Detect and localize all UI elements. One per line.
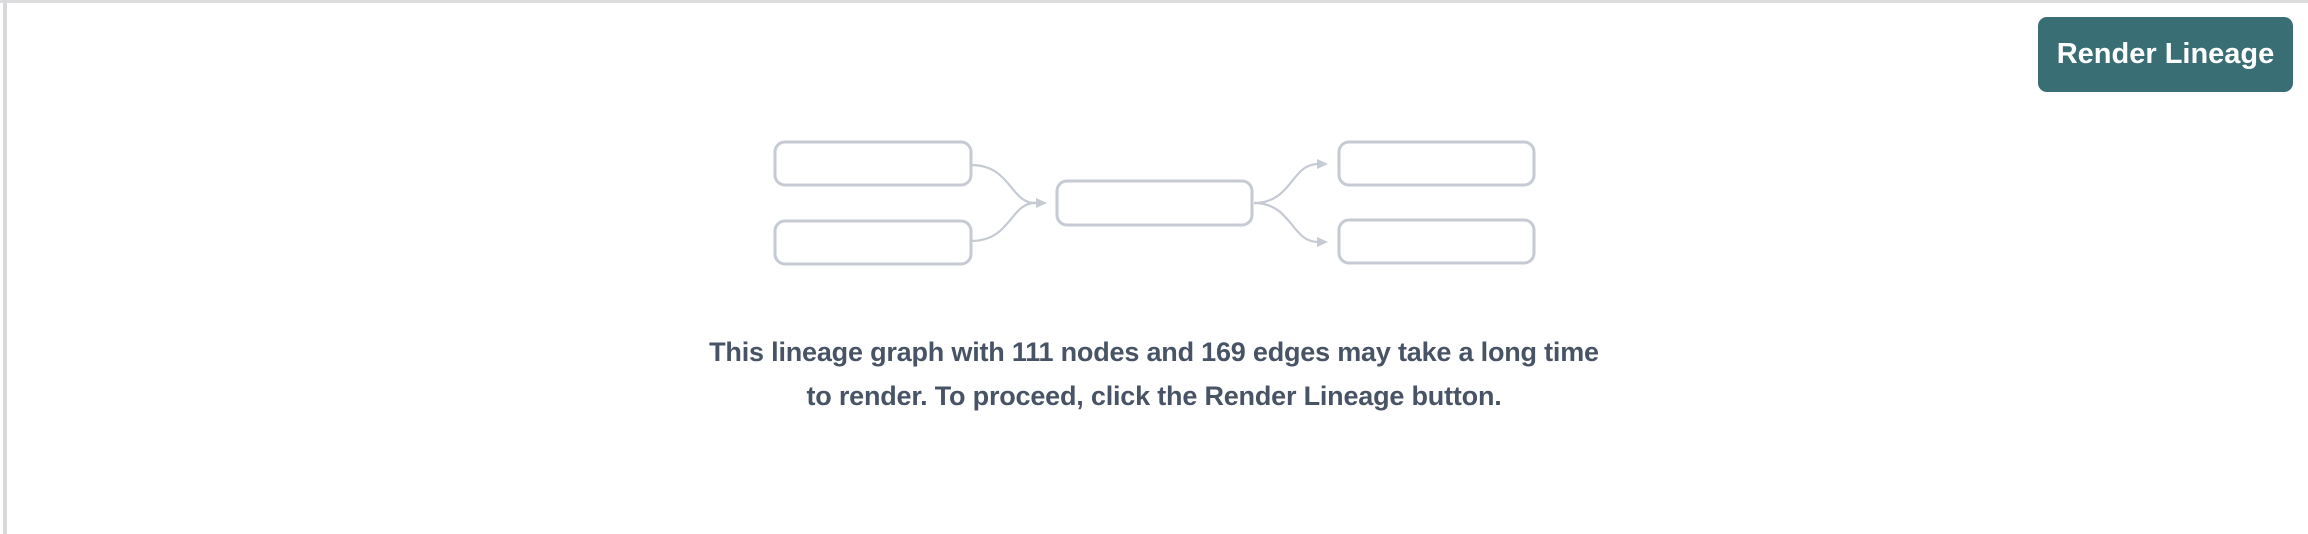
placeholder-node-box [1337,218,1535,265]
placeholder-node-box [773,219,972,266]
placeholder-node-box [1055,179,1253,227]
placeholder-node-box [773,140,972,187]
lineage-placeholder-content: This lineage graph with 111 nodes and 16… [0,140,2308,418]
lineage-graph-placeholder-icon [773,140,1535,266]
placeholder-edge-line [1253,159,1328,205]
panel-top-border [0,0,2308,3]
render-warning-message: This lineage graph with 111 nodes and 16… [709,337,1599,411]
placeholder-edge-line [970,201,1035,243]
placeholder-node-box [1337,140,1535,187]
render-lineage-button[interactable]: Render Lineage [2038,17,2293,92]
placeholder-edge-line [970,163,1035,205]
placeholder-edge-line [1253,201,1328,247]
pane-resize-handle[interactable] [3,0,7,534]
